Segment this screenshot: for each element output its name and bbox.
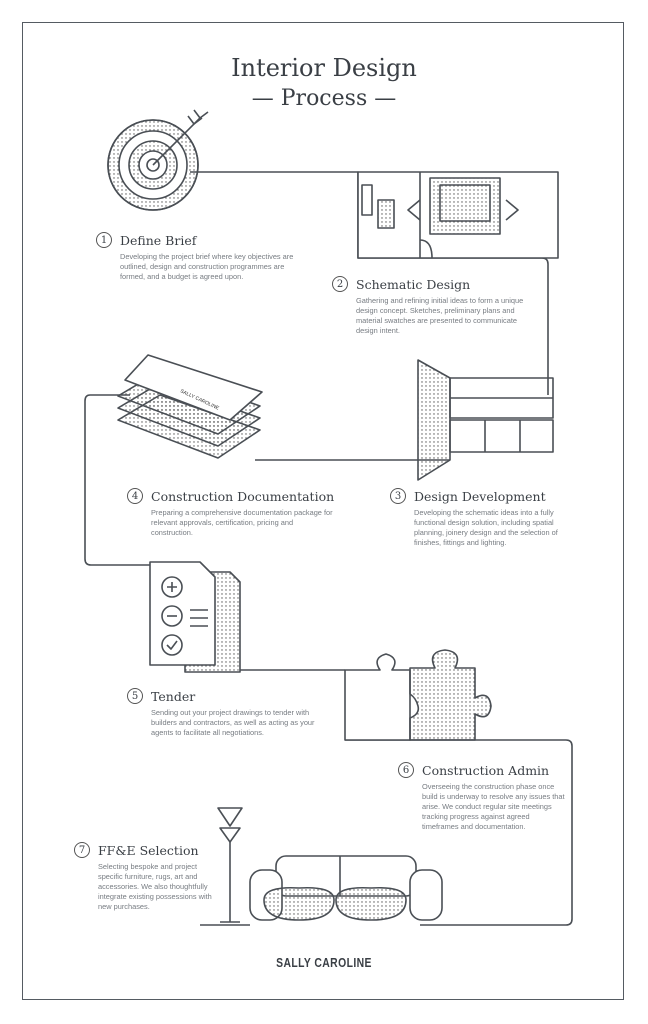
step-title: Construction Admin <box>422 762 550 778</box>
step-description: Sending out your project drawings to ten… <box>151 708 315 737</box>
checklist-document-icon <box>149 561 241 673</box>
documents-stack-icon <box>117 354 263 459</box>
poster-frame <box>22 22 624 1000</box>
target-icon <box>107 109 209 211</box>
step-title: Schematic Design <box>356 276 471 292</box>
floor-plan-icon <box>357 171 559 259</box>
step-design-development: 3 Design Development Developing the schem… <box>390 488 570 548</box>
floor-lamp-icon <box>217 807 243 923</box>
kitchen-joinery-icon <box>417 359 554 481</box>
step-title: FF&E Selection <box>98 842 199 858</box>
step-define-brief: 1 Define Brief Developing the project bri… <box>96 232 296 282</box>
step-tender: 5 Tender Sending out your project drawing… <box>127 688 327 738</box>
sofa-icon <box>249 855 443 921</box>
step-description: Overseeing the construction phase once b… <box>422 782 565 831</box>
step-number: 3 <box>390 488 406 504</box>
step-title: Tender <box>151 688 196 704</box>
step-description: Developing the schematic ideas into a fu… <box>414 508 558 547</box>
step-number: 1 <box>96 232 112 248</box>
step-number: 7 <box>74 842 90 858</box>
step-ffe-selection: 7 FF&E Selection Selecting bespoke and pr… <box>74 842 214 912</box>
step-construction-documentation: 4 Construction Documentation Preparing a … <box>127 488 337 538</box>
title-line-2: — Process — <box>251 86 397 111</box>
step-number: 6 <box>398 762 414 778</box>
step-schematic-design: 2 Schematic Design Gathering and refining… <box>332 276 532 336</box>
step-title: Design Development <box>414 488 546 504</box>
step-number: 2 <box>332 276 348 292</box>
step-description: Preparing a comprehensive documentation … <box>151 508 333 537</box>
title-line-1: Interior Design <box>231 54 417 82</box>
brand-logo: SALLY CAROLINE <box>276 955 372 970</box>
puzzle-icon <box>344 649 492 741</box>
step-construction-admin: 6 Construction Admin Overseeing the const… <box>398 762 568 832</box>
step-title: Define Brief <box>120 232 197 248</box>
step-description: Gathering and refining initial ideas to … <box>356 296 524 335</box>
process-path <box>84 171 573 926</box>
step-title: Construction Documentation <box>151 488 335 504</box>
step-number: 5 <box>127 688 143 704</box>
step-description: Selecting bespoke and project specific f… <box>98 862 212 911</box>
step-description: Developing the project brief where key o… <box>120 252 294 281</box>
step-number: 4 <box>127 488 143 504</box>
